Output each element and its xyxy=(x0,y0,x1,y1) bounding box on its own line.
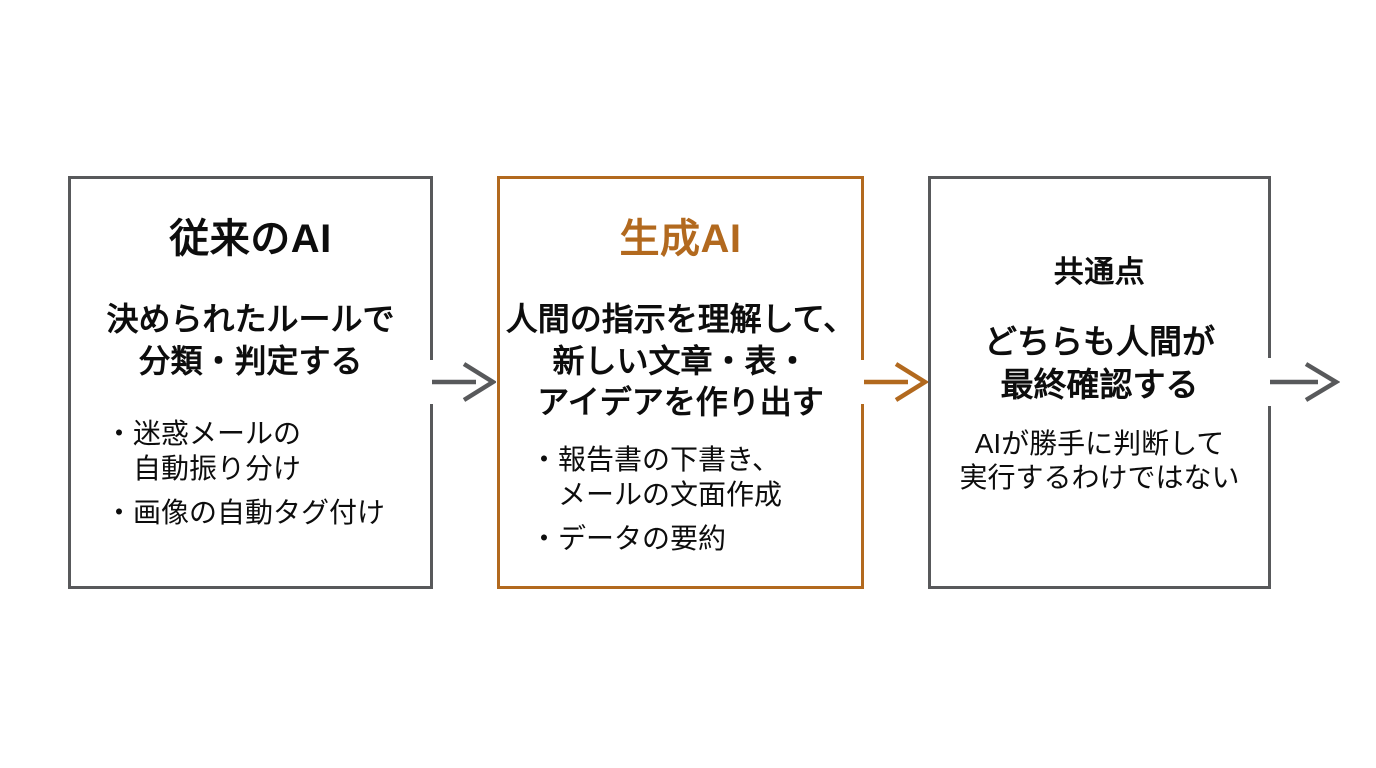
bullet-text: 画像の自動タグ付け xyxy=(133,495,385,530)
box-title: 生成AI xyxy=(619,217,742,261)
bullet-marker: ・ xyxy=(105,497,134,529)
box-traditional-ai: 従来のAI 決められたルールで 分類・判定する ・ 迷惑メールの 自動振り分け … xyxy=(68,176,433,589)
subtitle-line: 分類・判定する xyxy=(138,342,363,379)
subtitle-line: 新しい文章・表・ xyxy=(552,342,809,379)
box-subtitle: 決められたルールで 分類・判定する xyxy=(71,299,430,382)
bullet-text: データの要約 xyxy=(558,521,726,556)
bullet-line: データの要約 xyxy=(558,522,727,554)
subtitle-line: 人間の指示を理解して、 xyxy=(505,301,856,337)
bullet-marker: ・ xyxy=(530,443,559,475)
box-title: 共通点 xyxy=(1053,256,1146,289)
bullet-item: ・ 迷惑メールの 自動振り分け xyxy=(105,416,420,486)
subtitle-line: アイデアを作り出す xyxy=(537,384,824,421)
arrow-traditional-to-generative-icon xyxy=(424,360,496,404)
subtitle-line: 決められたルールで xyxy=(106,301,395,337)
arrow-common-out-icon xyxy=(1262,358,1340,406)
bullet-item: ・ 画像の自動タグ付け xyxy=(105,495,420,530)
arrow-generative-to-common-icon xyxy=(856,360,928,404)
bullet-list: ・ 迷惑メールの 自動振り分け ・ 画像の自動タグ付け xyxy=(71,416,430,530)
bullet-list: ・ 報告書の下書き、 メールの文面作成 ・ データの要約 xyxy=(500,442,861,556)
box-subtitle: どちらも人間が 最終確認する xyxy=(931,321,1268,407)
bullet-line: 迷惑メールの xyxy=(133,418,302,450)
bullet-line: 自動振り分け xyxy=(133,453,302,485)
bullet-line: 報告書の下書き、 xyxy=(558,443,781,475)
bullet-text: 報告書の下書き、 メールの文面作成 xyxy=(558,442,782,512)
bullet-line: メールの文面作成 xyxy=(558,478,783,510)
bullet-item: ・ 報告書の下書き、 メールの文面作成 xyxy=(530,442,851,512)
bullet-item: ・ データの要約 xyxy=(530,521,851,556)
bullet-marker: ・ xyxy=(530,522,559,554)
bullet-text: 迷惑メールの 自動振り分け xyxy=(133,416,301,486)
subtitle-line: どちらも人間が xyxy=(984,323,1215,360)
box-body: AIが勝手に判断して 実行するわけではない xyxy=(931,427,1268,495)
box-title: 従来のAI xyxy=(169,217,332,261)
subtitle-line: 最終確認する xyxy=(1000,365,1199,403)
box-generative-ai: 生成AI 人間の指示を理解して、 新しい文章・表・ アイデアを作り出す ・ 報告… xyxy=(497,176,864,589)
box-subtitle: 人間の指示を理解して、 新しい文章・表・ アイデアを作り出す xyxy=(500,299,861,424)
bullet-marker: ・ xyxy=(105,418,134,450)
body-line: 実行するわけではない xyxy=(959,461,1240,493)
bullet-line: 画像の自動タグ付け xyxy=(133,497,386,529)
body-line: AIが勝手に判断して xyxy=(974,427,1225,459)
box-common-points: 共通点 どちらも人間が 最終確認する AIが勝手に判断して 実行するわけではない xyxy=(928,176,1271,589)
